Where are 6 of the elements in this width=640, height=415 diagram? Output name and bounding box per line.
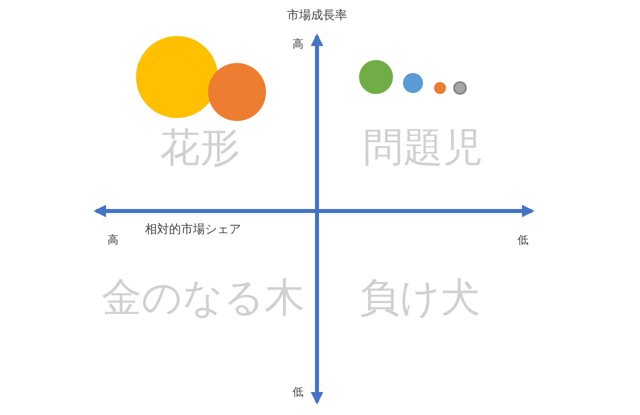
axis-end-label: 高 xyxy=(108,234,118,246)
axis-end-label: 低 xyxy=(518,234,528,246)
axis-end-label: 低 xyxy=(292,386,304,398)
axis-end-label: 高 xyxy=(292,38,304,50)
axis-title: 相対的市場シェア xyxy=(145,223,241,235)
axis-title: 市場成長率 xyxy=(287,9,347,21)
